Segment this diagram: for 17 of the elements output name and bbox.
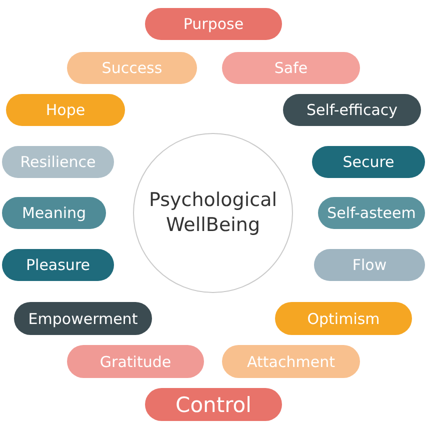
concept-pill: Flow bbox=[314, 249, 425, 281]
concept-pill: Secure bbox=[312, 146, 425, 178]
concept-pill: Resilience bbox=[2, 146, 114, 178]
concept-pill: Self-efficacy bbox=[283, 94, 421, 126]
concept-pill: Empowerment bbox=[14, 302, 152, 335]
concept-pill: Gratitude bbox=[67, 345, 204, 378]
concept-pill: Self-asteem bbox=[318, 197, 425, 229]
concept-pill: Purpose bbox=[145, 8, 282, 40]
concept-pill: Pleasure bbox=[2, 249, 114, 281]
concept-pill: Control bbox=[145, 388, 282, 421]
concept-pill: Safe bbox=[222, 52, 360, 84]
center-circle: Psychological WellBeing bbox=[133, 133, 293, 293]
concept-pill: Attachment bbox=[222, 345, 360, 378]
concept-pill: Optimism bbox=[275, 302, 412, 335]
concept-pill: Meaning bbox=[2, 197, 106, 229]
concept-pill: Success bbox=[67, 52, 197, 84]
concept-pill: Hope bbox=[6, 94, 125, 126]
